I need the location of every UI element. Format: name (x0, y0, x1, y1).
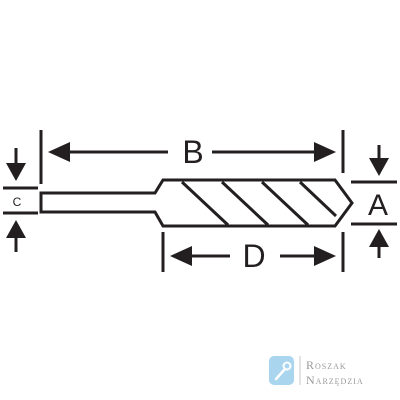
drill-bit-outline (39, 178, 354, 228)
extension-lines (3, 130, 397, 272)
dimension-d: D (170, 238, 336, 274)
dimension-b: B (48, 134, 336, 170)
dimension-label-a: A (368, 189, 388, 222)
dimension-c: C (6, 148, 26, 252)
wrench-icon (269, 356, 294, 385)
watermark-line-2: Narzędzia (306, 373, 364, 387)
watermark-line-1: Roszak (306, 358, 347, 372)
dimension-label-c: C (13, 195, 22, 209)
dimension-label-d: D (242, 238, 265, 274)
wrench-icon-glyph (274, 367, 287, 381)
drill-flutes (180, 180, 338, 227)
watermark: Roszak Narzędzia (269, 356, 364, 387)
dimension-label-b: B (182, 134, 203, 170)
dimension-a: A (368, 145, 389, 258)
